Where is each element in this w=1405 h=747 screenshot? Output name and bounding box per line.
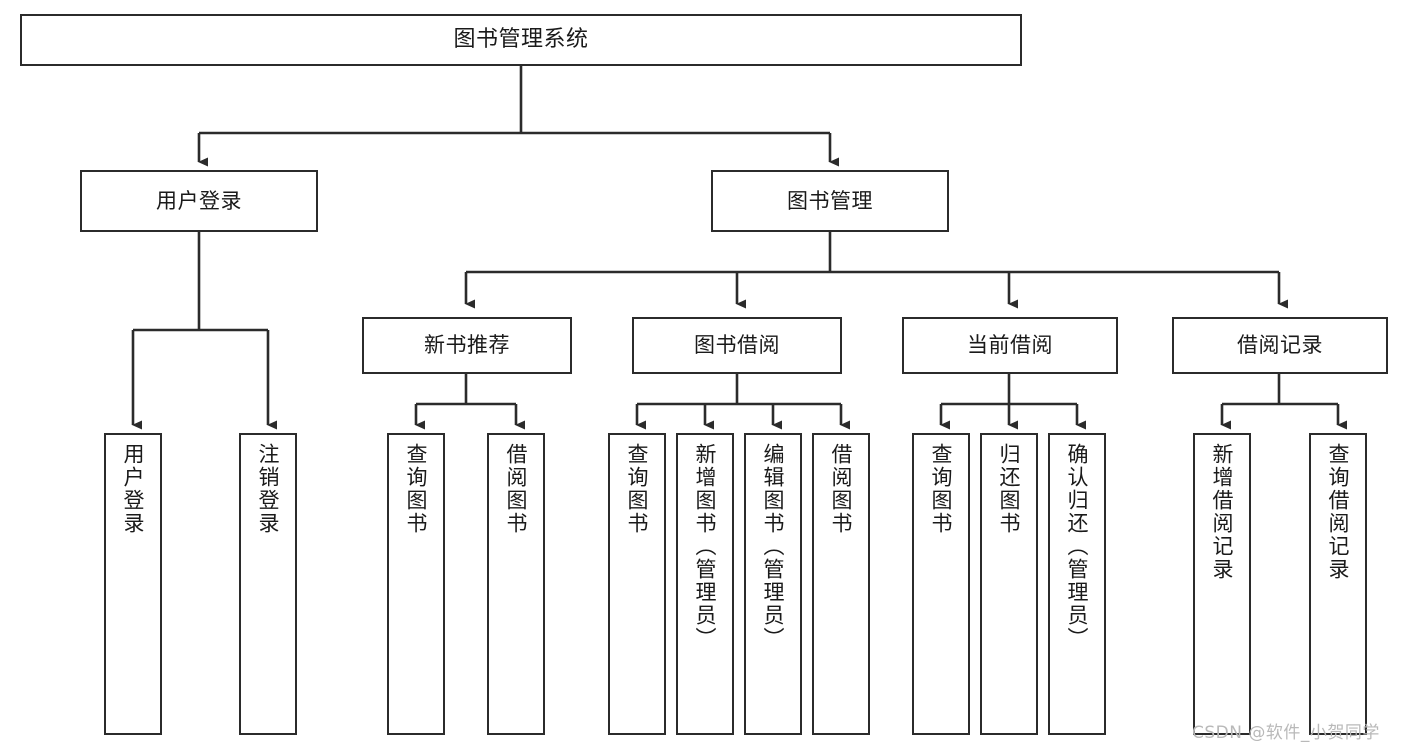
node-current-borrow[interactable]: 当前借阅 — [902, 317, 1118, 374]
leaf-borrow-record-add[interactable]: 新增借阅记录 — [1193, 433, 1251, 735]
node-borrow-record-label: 借阅记录 — [1237, 333, 1323, 358]
node-user-login-label: 用户登录 — [156, 188, 242, 213]
node-book-borrow-label: 图书借阅 — [694, 333, 780, 358]
leaf-new-book-query-label: 查询图书 — [404, 443, 429, 535]
leaf-current-borrow-confirm-return-label: 确认归还（管理员） — [1065, 443, 1090, 650]
leaf-current-borrow-query[interactable]: 查询图书 — [912, 433, 970, 735]
leaf-book-borrow-query[interactable]: 查询图书 — [608, 433, 666, 735]
node-new-book-recommend[interactable]: 新书推荐 — [362, 317, 572, 374]
leaf-user-login-login[interactable]: 用户登录 — [104, 433, 162, 735]
csdn-watermark: CSDN @软件_小贺同学 — [1192, 723, 1380, 743]
leaf-book-borrow-edit[interactable]: 编辑图书（管理员） — [744, 433, 802, 735]
leaf-borrow-record-query-label: 查询借阅记录 — [1326, 443, 1351, 581]
leaf-user-login-logout[interactable]: 注销登录 — [239, 433, 297, 735]
node-current-borrow-label: 当前借阅 — [967, 333, 1053, 358]
leaf-borrow-record-add-label: 新增借阅记录 — [1210, 443, 1235, 581]
node-root-system[interactable]: 图书管理系统 — [20, 14, 1022, 66]
leaf-new-book-borrow[interactable]: 借阅图书 — [487, 433, 545, 735]
node-borrow-record[interactable]: 借阅记录 — [1172, 317, 1388, 374]
leaf-book-borrow-add-label: 新增图书（管理员） — [693, 443, 718, 650]
leaf-new-book-borrow-label: 借阅图书 — [504, 443, 529, 535]
leaf-book-borrow-add[interactable]: 新增图书（管理员） — [676, 433, 734, 735]
leaf-new-book-query[interactable]: 查询图书 — [387, 433, 445, 735]
leaf-current-borrow-return-label: 归还图书 — [997, 443, 1022, 535]
node-root-system-label: 图书管理系统 — [453, 26, 589, 52]
leaf-current-borrow-query-label: 查询图书 — [929, 443, 954, 535]
node-book-management-label: 图书管理 — [787, 188, 873, 213]
leaf-book-borrow-borrow-label: 借阅图书 — [829, 443, 854, 535]
node-book-management[interactable]: 图书管理 — [711, 170, 949, 232]
leaf-borrow-record-query[interactable]: 查询借阅记录 — [1309, 433, 1367, 735]
leaf-current-borrow-return[interactable]: 归还图书 — [980, 433, 1038, 735]
leaf-book-borrow-borrow[interactable]: 借阅图书 — [812, 433, 870, 735]
node-user-login[interactable]: 用户登录 — [80, 170, 318, 232]
leaf-current-borrow-confirm-return[interactable]: 确认归还（管理员） — [1048, 433, 1106, 735]
node-book-borrow[interactable]: 图书借阅 — [632, 317, 842, 374]
leaf-book-borrow-edit-label: 编辑图书（管理员） — [761, 443, 786, 650]
leaf-user-login-login-label: 用户登录 — [121, 443, 146, 535]
leaf-user-login-logout-label: 注销登录 — [256, 443, 281, 535]
leaf-book-borrow-query-label: 查询图书 — [625, 443, 650, 535]
node-new-book-recommend-label: 新书推荐 — [424, 333, 510, 358]
